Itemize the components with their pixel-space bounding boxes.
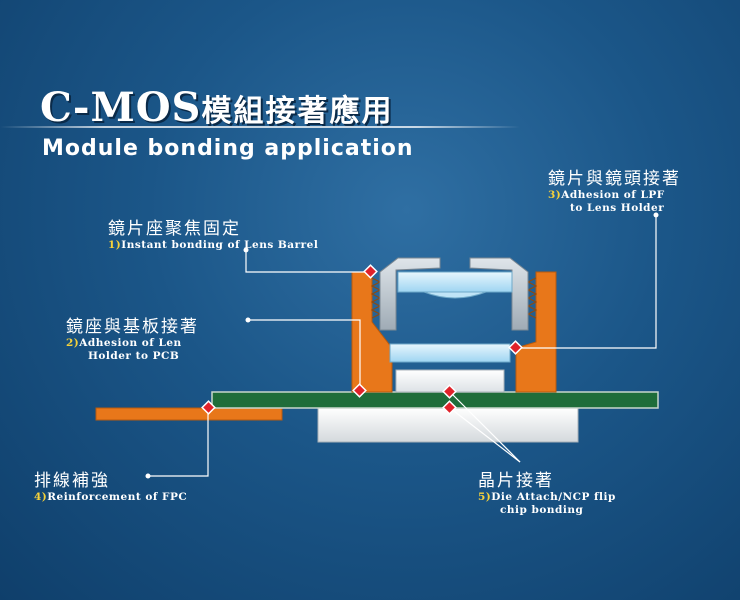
callout-5: 晶片接著 5)Die Attach/NCP flip chip bonding bbox=[478, 466, 616, 517]
leader-end-4 bbox=[145, 473, 151, 479]
lens-barrel-right bbox=[469, 257, 529, 331]
leader-line-2 bbox=[248, 319, 361, 390]
leader-line-5a bbox=[449, 391, 521, 463]
callout-5-zh: 晶片接著 bbox=[478, 471, 554, 491]
callout-3-en-2: to Lens Holder bbox=[570, 202, 665, 214]
lens-curve bbox=[423, 291, 487, 299]
bonding-point-5a bbox=[442, 384, 457, 399]
bonding-point-4 bbox=[201, 400, 216, 415]
lens-barrel-left bbox=[379, 257, 441, 331]
pcb-board bbox=[211, 391, 659, 409]
callout-2-zh: 鏡座與基板接著 bbox=[66, 317, 199, 337]
bonding-point-5b bbox=[442, 400, 457, 415]
callout-4-zh: 排線補強 bbox=[34, 471, 110, 491]
callout-4: 排線補強 4)Reinforcement of FPC bbox=[34, 466, 187, 504]
callout-2-num: 2) bbox=[66, 337, 80, 349]
thread-right bbox=[526, 277, 538, 319]
title-subtitle: Module bonding application bbox=[42, 136, 414, 161]
title-main: C-MOS模組接著應用 bbox=[40, 84, 393, 131]
callout-3-en-1: Adhesion of LPF bbox=[561, 189, 665, 201]
leader-end-3 bbox=[653, 212, 659, 218]
callout-4-num: 4) bbox=[34, 491, 48, 503]
leader-line-1 bbox=[245, 250, 370, 273]
leader-line-5b bbox=[449, 407, 521, 463]
callout-1-en: Instant bonding of Lens Barrel bbox=[121, 239, 319, 251]
lens-element bbox=[397, 271, 513, 293]
lpf-filter bbox=[389, 343, 511, 363]
callout-1-zh: 鏡片座聚焦固定 bbox=[108, 219, 241, 239]
leader-end-2 bbox=[245, 317, 251, 323]
callout-5-num: 5) bbox=[478, 491, 492, 503]
callout-5-en-2: chip bonding bbox=[500, 504, 584, 516]
callout-3: 鏡片與鏡頭接著 3)Adhesion of LPF to Lens Holder bbox=[548, 164, 681, 215]
callout-3-num: 3) bbox=[548, 189, 562, 201]
leader-line-4 bbox=[148, 408, 209, 477]
stiffener bbox=[317, 407, 579, 443]
callout-2: 鏡座與基板接著 2)Adhesion of Len Holder to PCB bbox=[66, 312, 199, 363]
callout-4-en: Reinforcement of FPC bbox=[47, 491, 188, 503]
bonding-point-1 bbox=[363, 264, 378, 279]
leader-end-1 bbox=[243, 247, 249, 253]
bonding-point-3 bbox=[508, 340, 523, 355]
title-cjk: 模組接著應用 bbox=[201, 94, 394, 129]
callout-1-num: 1) bbox=[108, 239, 122, 251]
title-rule bbox=[0, 126, 520, 128]
callout-3-zh: 鏡片與鏡頭接著 bbox=[548, 169, 681, 189]
callout-2-en-1: Adhesion of Len bbox=[79, 337, 182, 349]
fpc-strip bbox=[95, 407, 283, 421]
leader-line-3 bbox=[516, 215, 657, 349]
thread-left bbox=[370, 277, 382, 319]
title-latin: C-MOS bbox=[40, 84, 202, 131]
bonding-point-2 bbox=[352, 383, 367, 398]
callout-1: 鏡片座聚焦固定 1)Instant bonding of Lens Barrel bbox=[108, 214, 318, 252]
callout-2-en-2: Holder to PCB bbox=[88, 350, 180, 362]
callout-5-en-1: Die Attach/NCP flip bbox=[491, 491, 616, 503]
